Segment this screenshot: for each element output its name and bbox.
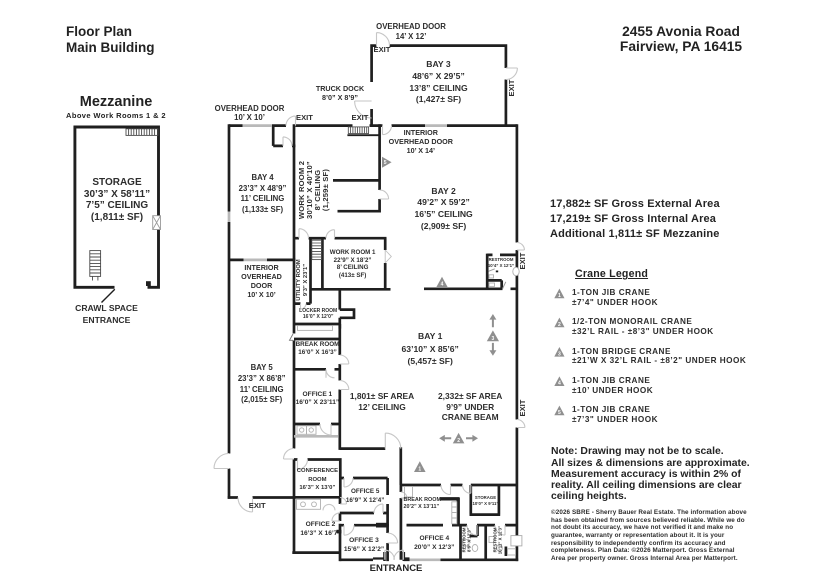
svg-text:4: 4 (558, 381, 561, 387)
svg-text:2: 2 (558, 322, 561, 328)
svg-text:5: 5 (384, 160, 387, 166)
svg-text:3: 3 (492, 336, 495, 342)
svg-text:1: 1 (418, 467, 421, 473)
svg-text:4: 4 (441, 282, 444, 288)
svg-text:3: 3 (558, 351, 561, 357)
svg-text:2: 2 (457, 438, 460, 444)
svg-text:1: 1 (558, 293, 561, 299)
svg-text:5: 5 (558, 410, 561, 416)
